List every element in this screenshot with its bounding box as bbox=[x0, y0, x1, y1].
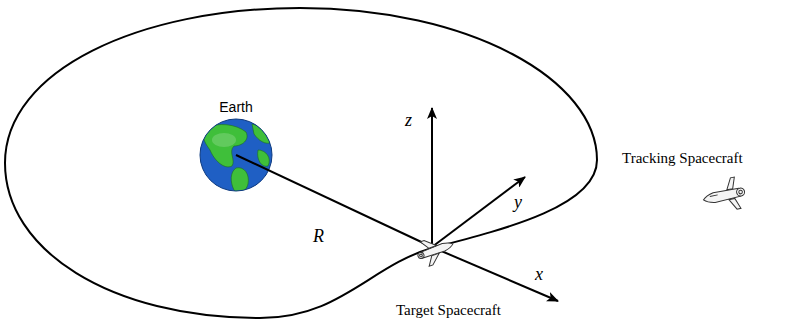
y-axis bbox=[432, 177, 525, 247]
planet-label: Earth bbox=[219, 99, 252, 115]
tracking-spacecraft-icon bbox=[700, 176, 748, 216]
orbit-ellipse bbox=[5, 8, 597, 318]
target-spacecraft-icon bbox=[414, 232, 458, 269]
spacecraft-label: Tracking Spacecraft bbox=[622, 150, 743, 167]
axis-label: y bbox=[514, 192, 522, 213]
radius-line bbox=[236, 155, 432, 247]
spacecraft-label: Target Spacecraft bbox=[396, 302, 501, 319]
z-axis bbox=[431, 108, 433, 247]
axis-label: z bbox=[405, 110, 412, 131]
axis-label: x bbox=[535, 264, 543, 285]
x-axis bbox=[432, 247, 558, 301]
radius-label: R bbox=[313, 226, 324, 247]
